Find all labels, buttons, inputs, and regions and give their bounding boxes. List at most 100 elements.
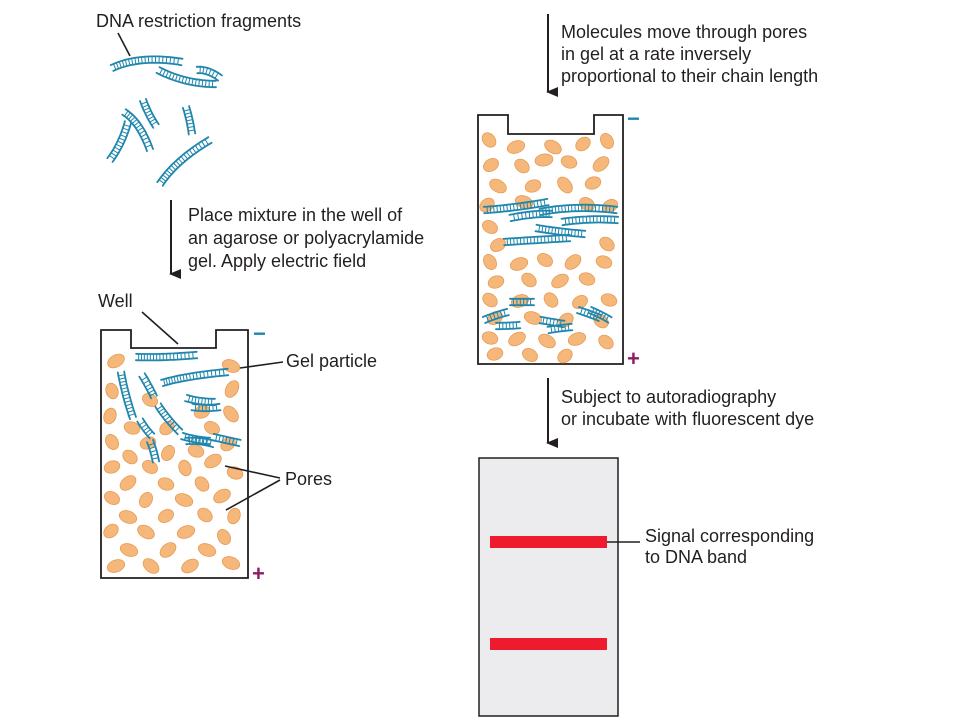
negative-electrode-sign-running: − [627, 106, 640, 131]
gel-particle [159, 542, 177, 558]
dna-fragment [538, 203, 619, 216]
dna-fragments-label: DNA restriction fragments [96, 11, 301, 31]
dna-fragment [546, 322, 574, 335]
gel-particle [103, 523, 119, 539]
gel-particle [537, 253, 553, 267]
gel-particles-running [479, 132, 618, 364]
gel-particle [521, 272, 537, 288]
gel-particle [104, 491, 120, 505]
dna-fragment [138, 372, 158, 400]
gel-particle [572, 295, 588, 309]
dna-fragment [534, 223, 587, 239]
gel-particle [204, 421, 220, 435]
positive-electrode-sign: + [252, 561, 265, 586]
gel-particle [584, 176, 602, 190]
gel-particle [538, 333, 556, 349]
step2-caption: Molecules move through pores in gel at a… [561, 22, 818, 86]
gel-particle-leader-line [239, 361, 284, 369]
gel-particle [489, 178, 507, 194]
dna-fragment [109, 55, 184, 72]
dna-fragment [139, 98, 160, 129]
detection-panel: Signal corresponding to DNA band [478, 457, 814, 717]
gel-particle [544, 139, 562, 155]
gel-particle [543, 292, 559, 308]
gel-loading-panel: Well − + Gel particle Pores [98, 291, 377, 586]
dna-fragment [121, 108, 154, 152]
step1-line-1: Place mixture in the well of [188, 205, 403, 225]
gel-particle [578, 272, 596, 286]
gel-particle [551, 273, 569, 289]
gel-particle [557, 348, 573, 364]
step3-caption: Subject to autoradiography or incubate w… [561, 387, 814, 429]
dna-fragment [155, 66, 217, 89]
gel-particle [481, 132, 497, 148]
gel-particle [103, 407, 117, 425]
signal-line-2: to DNA band [645, 547, 747, 567]
gel-particle [105, 434, 119, 450]
positive-electrode-sign-running: + [627, 346, 640, 371]
gel-particle [158, 509, 174, 523]
dna-fragments-panel: DNA restriction fragments [96, 11, 301, 187]
gel-particle [194, 476, 210, 492]
gel-particle [592, 156, 610, 172]
gel-particle [595, 255, 613, 269]
gel-particle [490, 238, 506, 252]
gel-particle [522, 348, 538, 362]
gel-particle [600, 133, 614, 149]
dna-fragment [509, 297, 535, 307]
gel-particle [557, 176, 573, 194]
gel-particle [600, 293, 618, 307]
gel-particle [187, 444, 205, 458]
dna-fragment [182, 105, 197, 136]
gel-particle [483, 254, 497, 270]
gel-particle [178, 459, 192, 477]
gel-particle [119, 475, 137, 491]
step3-line-2: or incubate with fluorescent dye [561, 409, 814, 429]
dna-band-upper [490, 536, 607, 548]
gel-particle [176, 525, 196, 539]
gel-particle [224, 380, 240, 398]
step2-line-2: in gel at a rate inversely [561, 44, 751, 64]
dna-fragment [560, 215, 620, 227]
gel-particle [514, 158, 530, 174]
gel-particle [482, 220, 498, 234]
gel-particle [560, 155, 578, 169]
gel-particle [217, 529, 231, 545]
gel-particle [105, 382, 119, 400]
step1-line-2: an agarose or polyacrylamide [188, 228, 424, 248]
dna-fragment [502, 233, 572, 247]
dna-in-gel-loading [116, 350, 242, 464]
gel-particle [181, 558, 199, 574]
pores-label: Pores [285, 469, 332, 489]
gel-particle [197, 507, 213, 523]
dna-fragment [116, 370, 137, 420]
dna-fragment [135, 350, 199, 362]
dna-fragment [160, 367, 230, 387]
pores-leader-line-1 [224, 465, 281, 479]
dna-fragment [481, 308, 510, 324]
gel-particle [197, 543, 217, 557]
gel-particle [142, 558, 160, 574]
dna-fragment [587, 306, 613, 324]
dna-fragment [136, 417, 156, 440]
gel-running-panel: − + [477, 106, 640, 371]
gel-particle [221, 556, 241, 570]
gel-particle [157, 477, 175, 491]
gel-particle-label: Gel particle [286, 351, 377, 371]
gel-particle [508, 331, 526, 347]
gel-particle [598, 334, 614, 350]
gel-particle [487, 275, 505, 289]
gel-particle [483, 158, 499, 172]
gel-particle [509, 257, 529, 271]
gel-particle [106, 559, 126, 573]
gel-particle [122, 449, 138, 465]
gel-particle [107, 353, 125, 369]
dna-fragment [508, 209, 554, 222]
dna-fragment [495, 320, 522, 331]
gel-particle [137, 524, 155, 540]
gel-particle [213, 488, 231, 504]
gel-particle [227, 507, 241, 525]
dna-fragments-leader-line [117, 32, 131, 57]
gel-particle [223, 405, 239, 423]
